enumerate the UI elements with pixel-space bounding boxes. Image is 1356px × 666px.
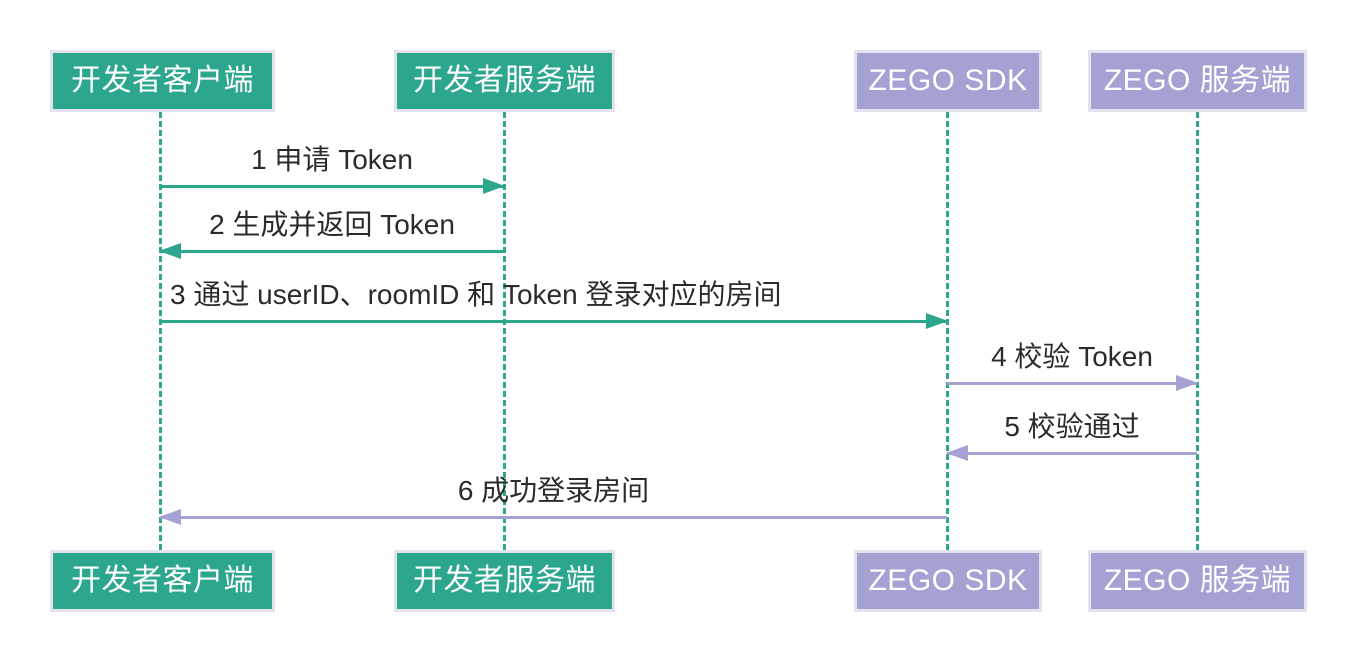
arrow-head-icon bbox=[926, 313, 948, 329]
actor-box-header-dev-client: 开发者客户端 bbox=[50, 50, 275, 112]
message-line bbox=[160, 516, 947, 519]
actor-label: ZEGO SDK bbox=[868, 64, 1028, 97]
message-label: 4 校验 Token bbox=[991, 341, 1153, 373]
actor-label: 开发者服务端 bbox=[413, 64, 596, 97]
message-line bbox=[160, 185, 504, 188]
arrow-head-icon bbox=[159, 509, 181, 525]
arrow-head-icon bbox=[483, 178, 505, 194]
message-line bbox=[160, 250, 504, 253]
message-label: 1 申请 Token bbox=[251, 144, 413, 176]
arrow-head-icon bbox=[946, 445, 968, 461]
actor-box-footer-zego-server: ZEGO 服务端 bbox=[1088, 550, 1307, 612]
actor-box-header-zego-sdk: ZEGO SDK bbox=[854, 50, 1042, 112]
actor-label: 开发者客户端 bbox=[71, 64, 254, 97]
message-label: 3 通过 userID、roomID 和 Token 登录对应的房间 bbox=[170, 279, 782, 311]
message-line bbox=[160, 320, 947, 323]
actor-box-footer-dev-client: 开发者客户端 bbox=[50, 550, 275, 612]
actor-label: ZEGO 服务端 bbox=[1103, 64, 1292, 97]
actor-label: ZEGO SDK bbox=[868, 564, 1028, 597]
message-label: 5 校验通过 bbox=[1004, 411, 1140, 443]
lifeline-dev-server bbox=[503, 112, 506, 550]
actor-box-header-zego-server: ZEGO 服务端 bbox=[1088, 50, 1307, 112]
message-line bbox=[947, 452, 1197, 455]
actor-label: ZEGO 服务端 bbox=[1103, 564, 1292, 597]
actor-label: 开发者客户端 bbox=[71, 564, 254, 597]
lifeline-zego-server bbox=[1196, 112, 1199, 550]
lifeline-zego-sdk bbox=[946, 112, 949, 550]
arrow-head-icon bbox=[1176, 375, 1198, 391]
lifeline-dev-client bbox=[159, 112, 162, 550]
message-label: 6 成功登录房间 bbox=[457, 475, 650, 507]
actor-box-footer-zego-sdk: ZEGO SDK bbox=[854, 550, 1042, 612]
actor-box-footer-dev-server: 开发者服务端 bbox=[394, 550, 615, 612]
message-line bbox=[947, 382, 1197, 385]
message-label: 2 生成并返回 Token bbox=[209, 209, 455, 241]
actor-label: 开发者服务端 bbox=[413, 564, 596, 597]
actor-box-header-dev-server: 开发者服务端 bbox=[394, 50, 615, 112]
arrow-head-icon bbox=[159, 243, 181, 259]
